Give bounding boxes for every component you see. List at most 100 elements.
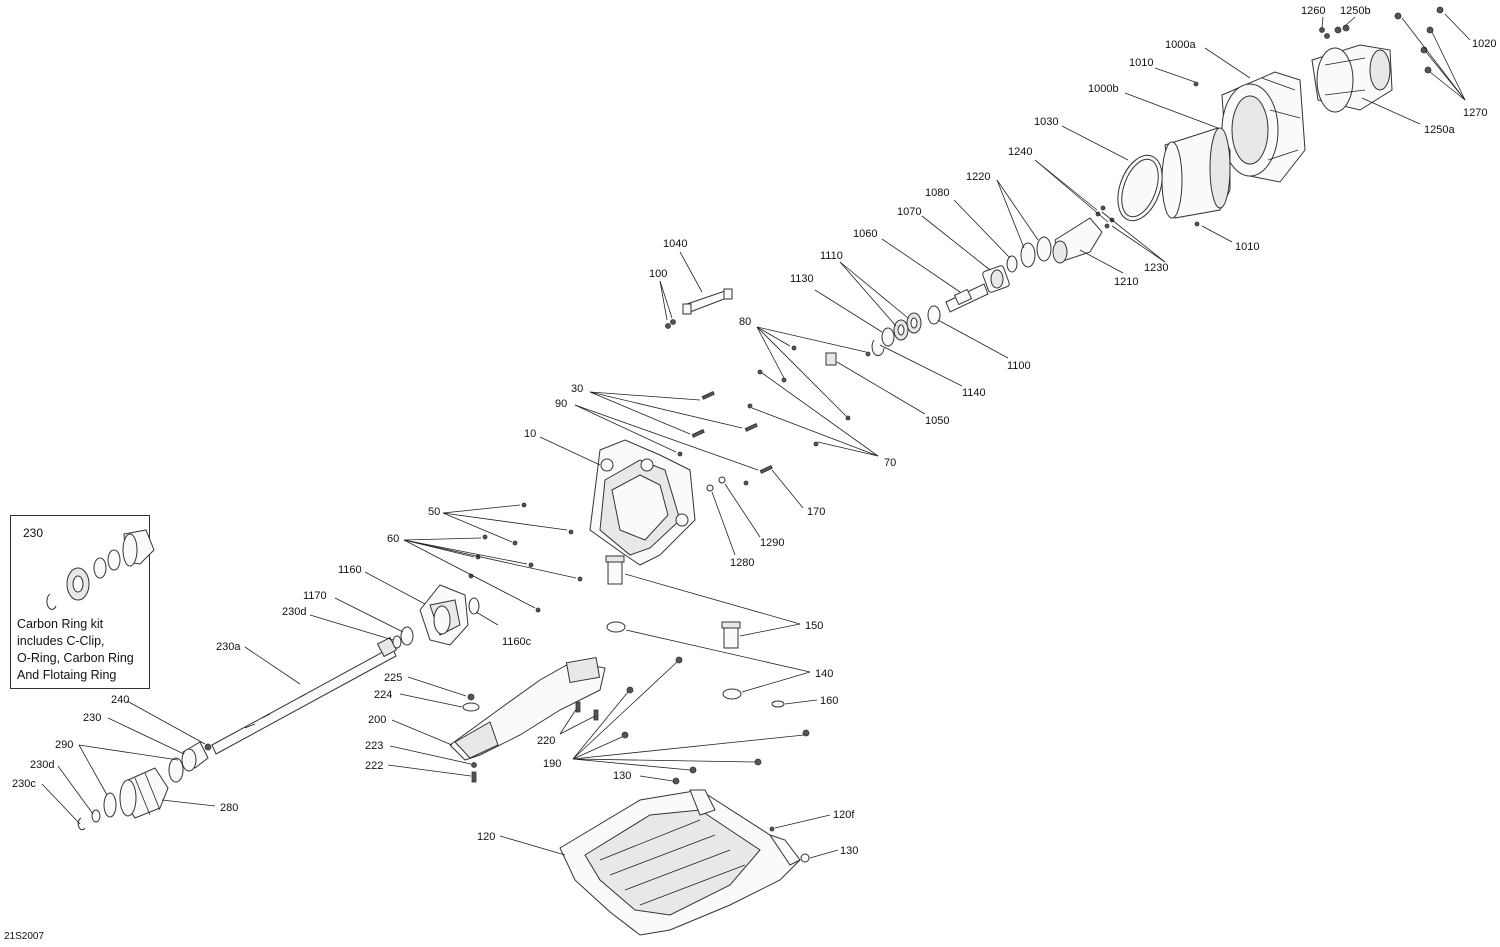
callout-1170: 1170 — [303, 590, 327, 602]
callout-90: 90 — [555, 398, 567, 410]
part-impeller-cone — [1052, 217, 1103, 264]
part-oring-140a — [606, 621, 626, 633]
callout-222: 222 — [365, 760, 383, 772]
part-shaft-1060 — [945, 283, 989, 313]
part-nut-225 — [467, 693, 475, 701]
kit-note-line: Carbon Ring kit — [17, 617, 104, 631]
part-screw-220a — [575, 701, 581, 713]
part-washer-224 — [462, 702, 480, 712]
part-oring-140b — [722, 688, 742, 700]
callout-1000a: 1000a — [1165, 39, 1196, 51]
part-ring-290b — [103, 792, 117, 818]
carbon-ring-kit-inset: 230 Carbon Ring kit includes C-Clip, O-R… — [10, 515, 155, 689]
callout-240: 240 — [111, 694, 129, 706]
part-bearing — [982, 265, 1010, 293]
part-fitting-150b — [721, 621, 741, 649]
callout-1030: 1030 — [1034, 116, 1058, 128]
callout-1100: 1100 — [1007, 360, 1031, 372]
callout-1240: 1240 — [1008, 146, 1032, 158]
part-ring-1170 — [400, 626, 414, 646]
part-seal-1130 — [881, 327, 895, 347]
part-screw-222 — [471, 771, 477, 783]
callout-1160c: 1160c — [502, 636, 532, 648]
callout-1270: 1270 — [1463, 107, 1487, 119]
part-boot-230 — [181, 741, 209, 772]
callout-130a: 130 — [613, 770, 631, 782]
kit-description: Carbon Ring kit includes C-Clip, O-Ring,… — [17, 616, 149, 684]
callout-120: 120 — [477, 831, 495, 843]
callout-230d2: 230d — [30, 759, 54, 771]
part-washer-240 — [204, 743, 212, 751]
callout-224: 224 — [374, 689, 392, 701]
callout-1020: 1020 — [1472, 38, 1496, 50]
callout-1250b: 1250b — [1340, 5, 1371, 17]
part-ring-1220b — [1020, 242, 1036, 268]
callout-1140: 1140 — [962, 387, 986, 399]
part-wear-ring — [1161, 127, 1231, 219]
callout-1010: 1010 — [1129, 57, 1153, 69]
callout-100: 100 — [649, 268, 667, 280]
callout-230a: 230a — [216, 641, 241, 653]
callout-1000b: 1000b — [1088, 83, 1119, 95]
part-washer-223 — [471, 762, 477, 768]
callout-1210: 1210 — [1114, 276, 1138, 288]
part-support-bracket — [449, 656, 606, 761]
callout-290: 290 — [55, 739, 73, 751]
callout-190: 190 — [543, 758, 561, 770]
callout-150: 150 — [805, 620, 823, 632]
kit-parts-drawing — [46, 529, 155, 610]
part-fitting-150a — [605, 555, 625, 585]
kit-part-number: 230 — [23, 526, 44, 540]
part-circlip-1140 — [871, 339, 885, 357]
part-pump-housing — [589, 439, 696, 566]
callout-230: 230 — [83, 712, 101, 724]
callout-1070: 1070 — [897, 206, 921, 218]
part-drive-shaft — [211, 636, 398, 755]
part-screw-100b — [670, 319, 676, 325]
part-ring-1220a — [1036, 236, 1052, 262]
part-handle — [682, 288, 733, 315]
callout-80: 80 — [739, 316, 751, 328]
callout-160: 160 — [820, 695, 838, 707]
callout-1060: 1060 — [853, 228, 877, 240]
part-impeller — [419, 584, 469, 646]
callout-120f: 120f — [833, 809, 855, 821]
part-venturi-housing — [1221, 71, 1306, 183]
callout-1160: 1160 — [338, 564, 362, 576]
callout-1110: 1110 — [820, 250, 843, 262]
part-ring-290a — [168, 757, 184, 783]
callout-1250a: 1250a — [1424, 124, 1455, 136]
callout-130b: 130 — [840, 845, 858, 857]
callout-170: 170 — [807, 506, 825, 518]
part-ride-plate — [559, 789, 801, 936]
part-plug-1050 — [825, 352, 837, 366]
part-screw-220b — [593, 709, 599, 721]
callout-labels: 1260 1250b 1020 1000a 1010 1000b 1270 12… — [12, 5, 1496, 857]
callout-1010b: 1010 — [1235, 241, 1259, 253]
callout-1050: 1050 — [925, 415, 949, 427]
callout-1290: 1290 — [760, 537, 784, 549]
callout-10: 10 — [524, 428, 536, 440]
callout-140: 140 — [815, 668, 833, 680]
part-screw-100a — [665, 323, 671, 329]
part-ring-230d2 — [91, 809, 101, 823]
callout-1260: 1260 — [1301, 5, 1325, 17]
callout-225: 225 — [384, 672, 402, 684]
leader-lines — [41, 13, 1471, 859]
callout-1220: 1220 — [966, 171, 990, 183]
kit-note-line: And Flotaing Ring — [17, 668, 117, 682]
callout-70: 70 — [884, 457, 896, 469]
callout-50: 50 — [428, 506, 440, 518]
part-ring-230d — [392, 635, 402, 649]
diagram-code: 21S2007 — [4, 931, 45, 942]
callout-60: 60 — [387, 533, 399, 545]
callout-280: 280 — [220, 802, 238, 814]
part-ring-1080 — [1006, 255, 1018, 273]
part-nozzle — [1311, 44, 1393, 113]
part-clip-230c — [77, 817, 86, 831]
callout-230c: 230c — [12, 778, 36, 790]
callout-220: 220 — [537, 735, 555, 747]
part-boot-280 — [119, 767, 169, 819]
callout-200: 200 — [368, 714, 386, 726]
